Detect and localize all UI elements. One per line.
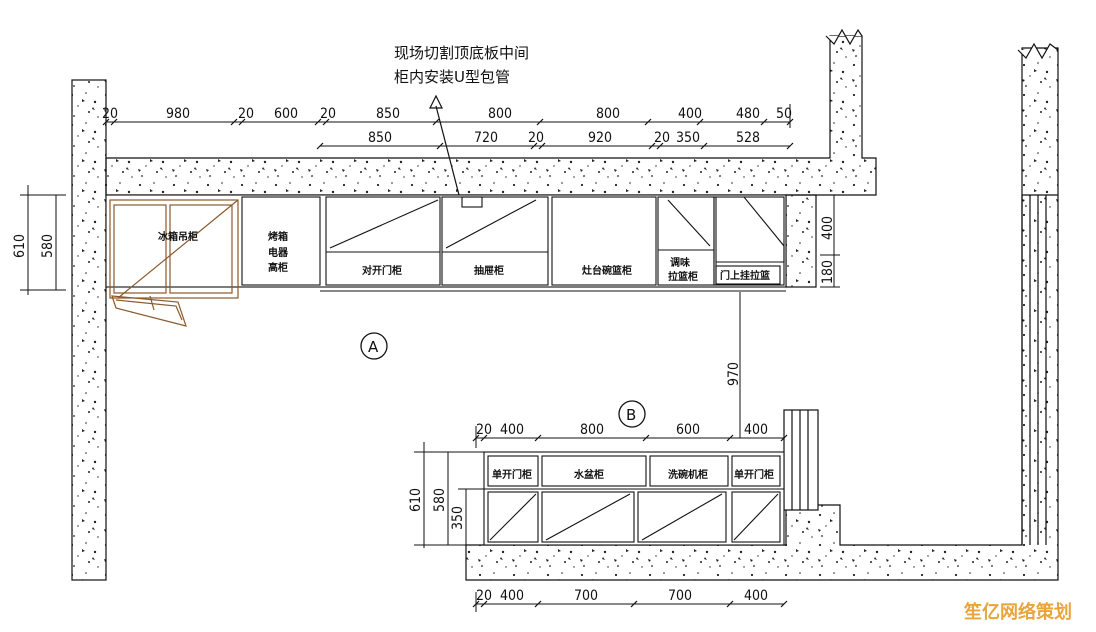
- top-dim-labels: 20 980 20 600 20 850 800 800 400 480 50 …: [102, 106, 792, 146]
- cabinet-run-a: [105, 194, 787, 327]
- dimension-tick: [436, 142, 444, 150]
- marker-b: B: [618, 400, 646, 428]
- dimension-tick: [110, 118, 118, 126]
- spice-cabinet-label-2: 拉篮柜: [668, 270, 698, 283]
- dimension-tick: [316, 142, 324, 150]
- dim-label-610-b: 610: [408, 488, 424, 512]
- dim-label-580-b: 580: [432, 488, 448, 512]
- svg-text:400: 400: [744, 588, 768, 604]
- dim-label: 20: [102, 106, 118, 122]
- oven-cabinet-label-2: 电器: [268, 246, 289, 259]
- svg-text:400: 400: [744, 422, 768, 438]
- left-dims-b: [414, 442, 484, 548]
- dim-label: 980: [166, 106, 190, 122]
- svg-text:800: 800: [580, 422, 604, 438]
- svg-text:700: 700: [668, 588, 692, 604]
- double-door-cabinet-label: 对开门柜: [362, 264, 402, 277]
- dimension-tick: [786, 118, 794, 126]
- svg-text:A: A: [368, 338, 379, 356]
- dim-label: 800: [596, 106, 620, 122]
- dimension-tick: [648, 142, 656, 150]
- cabinet-labels-b: 单开门柜 水盆柜 洗碗机柜 单开门柜: [492, 468, 774, 481]
- dim-label: 528: [736, 130, 760, 146]
- cabinet-labels-a: 冰箱吊柜 烤箱 电器 高柜 对开门柜 抽屉柜 灶台碗篮柜 调味 拉篮柜 门上挂拉…: [158, 230, 770, 283]
- single-door-cabinet-left-label: 单开门柜: [492, 468, 532, 481]
- dim-label-400: 400: [820, 216, 836, 240]
- dim-label: 850: [376, 106, 400, 122]
- marker-a: A: [360, 332, 388, 360]
- svg-text:B: B: [626, 406, 636, 424]
- dimension-tick: [656, 142, 664, 150]
- dimension-tick: [314, 118, 322, 126]
- dimension-tick: [230, 118, 238, 126]
- dim-label: 50: [776, 106, 792, 122]
- b-top-dims: [475, 426, 784, 448]
- b-bottom-dim-labels: 20 400 700 700 400: [476, 588, 768, 604]
- note-line-1: 现场切割顶底板中间: [394, 44, 529, 62]
- svg-text:20: 20: [476, 422, 492, 438]
- stove-cabinet-label: 灶台碗篮柜: [582, 264, 632, 277]
- dim-label: 20: [238, 106, 254, 122]
- svg-text:20: 20: [476, 588, 492, 604]
- dim-label-180: 180: [820, 260, 836, 284]
- b-top-dim-labels: 20 400 800 600 400: [476, 422, 768, 438]
- dim-label: 350: [676, 130, 700, 146]
- door-basket-label: 门上挂拉篮: [720, 269, 770, 282]
- right-dims-a: [820, 194, 840, 288]
- drawer-cabinet-label: 抽屉柜: [474, 264, 504, 277]
- dimension-tick: [530, 142, 538, 150]
- dim-label-610: 610: [12, 234, 28, 258]
- watermark-text: 笙亿网络策划: [963, 601, 1072, 623]
- note-line-2: 柜内安装U型包管: [394, 68, 510, 86]
- oven-cabinet-label-3: 高柜: [268, 261, 288, 274]
- dim-label-350-b: 350: [450, 506, 466, 530]
- oven-cabinet-label-1: 烤箱: [268, 230, 288, 243]
- dimension-tick: [760, 118, 768, 126]
- dim-label: 920: [588, 130, 612, 146]
- dim-label: 20: [528, 130, 544, 146]
- svg-text:600: 600: [676, 422, 700, 438]
- sink-cabinet-label: 水盆柜: [573, 468, 604, 481]
- dim-label: 480: [736, 106, 760, 122]
- dim-label: 850: [368, 130, 392, 146]
- walls: [71, 28, 1059, 581]
- dimension-tick: [238, 118, 246, 126]
- cabinet-run-b: [483, 451, 785, 546]
- dim-label: 20: [654, 130, 670, 146]
- dimension-tick: [322, 118, 330, 126]
- dimension-tick: [644, 118, 652, 126]
- dim-label: 800: [488, 106, 512, 122]
- dimension-ticks: [102, 118, 794, 608]
- svg-text:400: 400: [500, 588, 524, 604]
- dimension-tick: [700, 142, 708, 150]
- dim-label-580: 580: [40, 234, 56, 258]
- left-dims-a: [20, 185, 66, 295]
- dimension-tick: [696, 118, 704, 126]
- single-door-cabinet-right-label: 单开门柜: [734, 468, 774, 481]
- dim-label: 600: [274, 106, 298, 122]
- spice-cabinet-label-1: 调味: [670, 256, 690, 269]
- dimension-tick: [536, 118, 544, 126]
- install-note: 现场切割顶底板中间 柜内安装U型包管: [394, 44, 529, 223]
- svg-text:700: 700: [574, 588, 598, 604]
- dim-label: 720: [474, 130, 498, 146]
- dimension-tick: [538, 142, 546, 150]
- dim-label: 400: [678, 106, 702, 122]
- b-bottom-dims: [475, 592, 784, 612]
- svg-text:400: 400: [500, 422, 524, 438]
- dimension-tick: [786, 142, 794, 150]
- top-dimension-row-1: [105, 104, 791, 128]
- dishwasher-cabinet-label: 洗碗机柜: [668, 468, 708, 481]
- fridge-cabinet-label: 冰箱吊柜: [158, 230, 198, 243]
- dimension-tick: [102, 118, 110, 126]
- dimension-tick: [432, 118, 440, 126]
- dim-label: 20: [320, 106, 336, 122]
- dim-label-970: 970: [726, 362, 742, 386]
